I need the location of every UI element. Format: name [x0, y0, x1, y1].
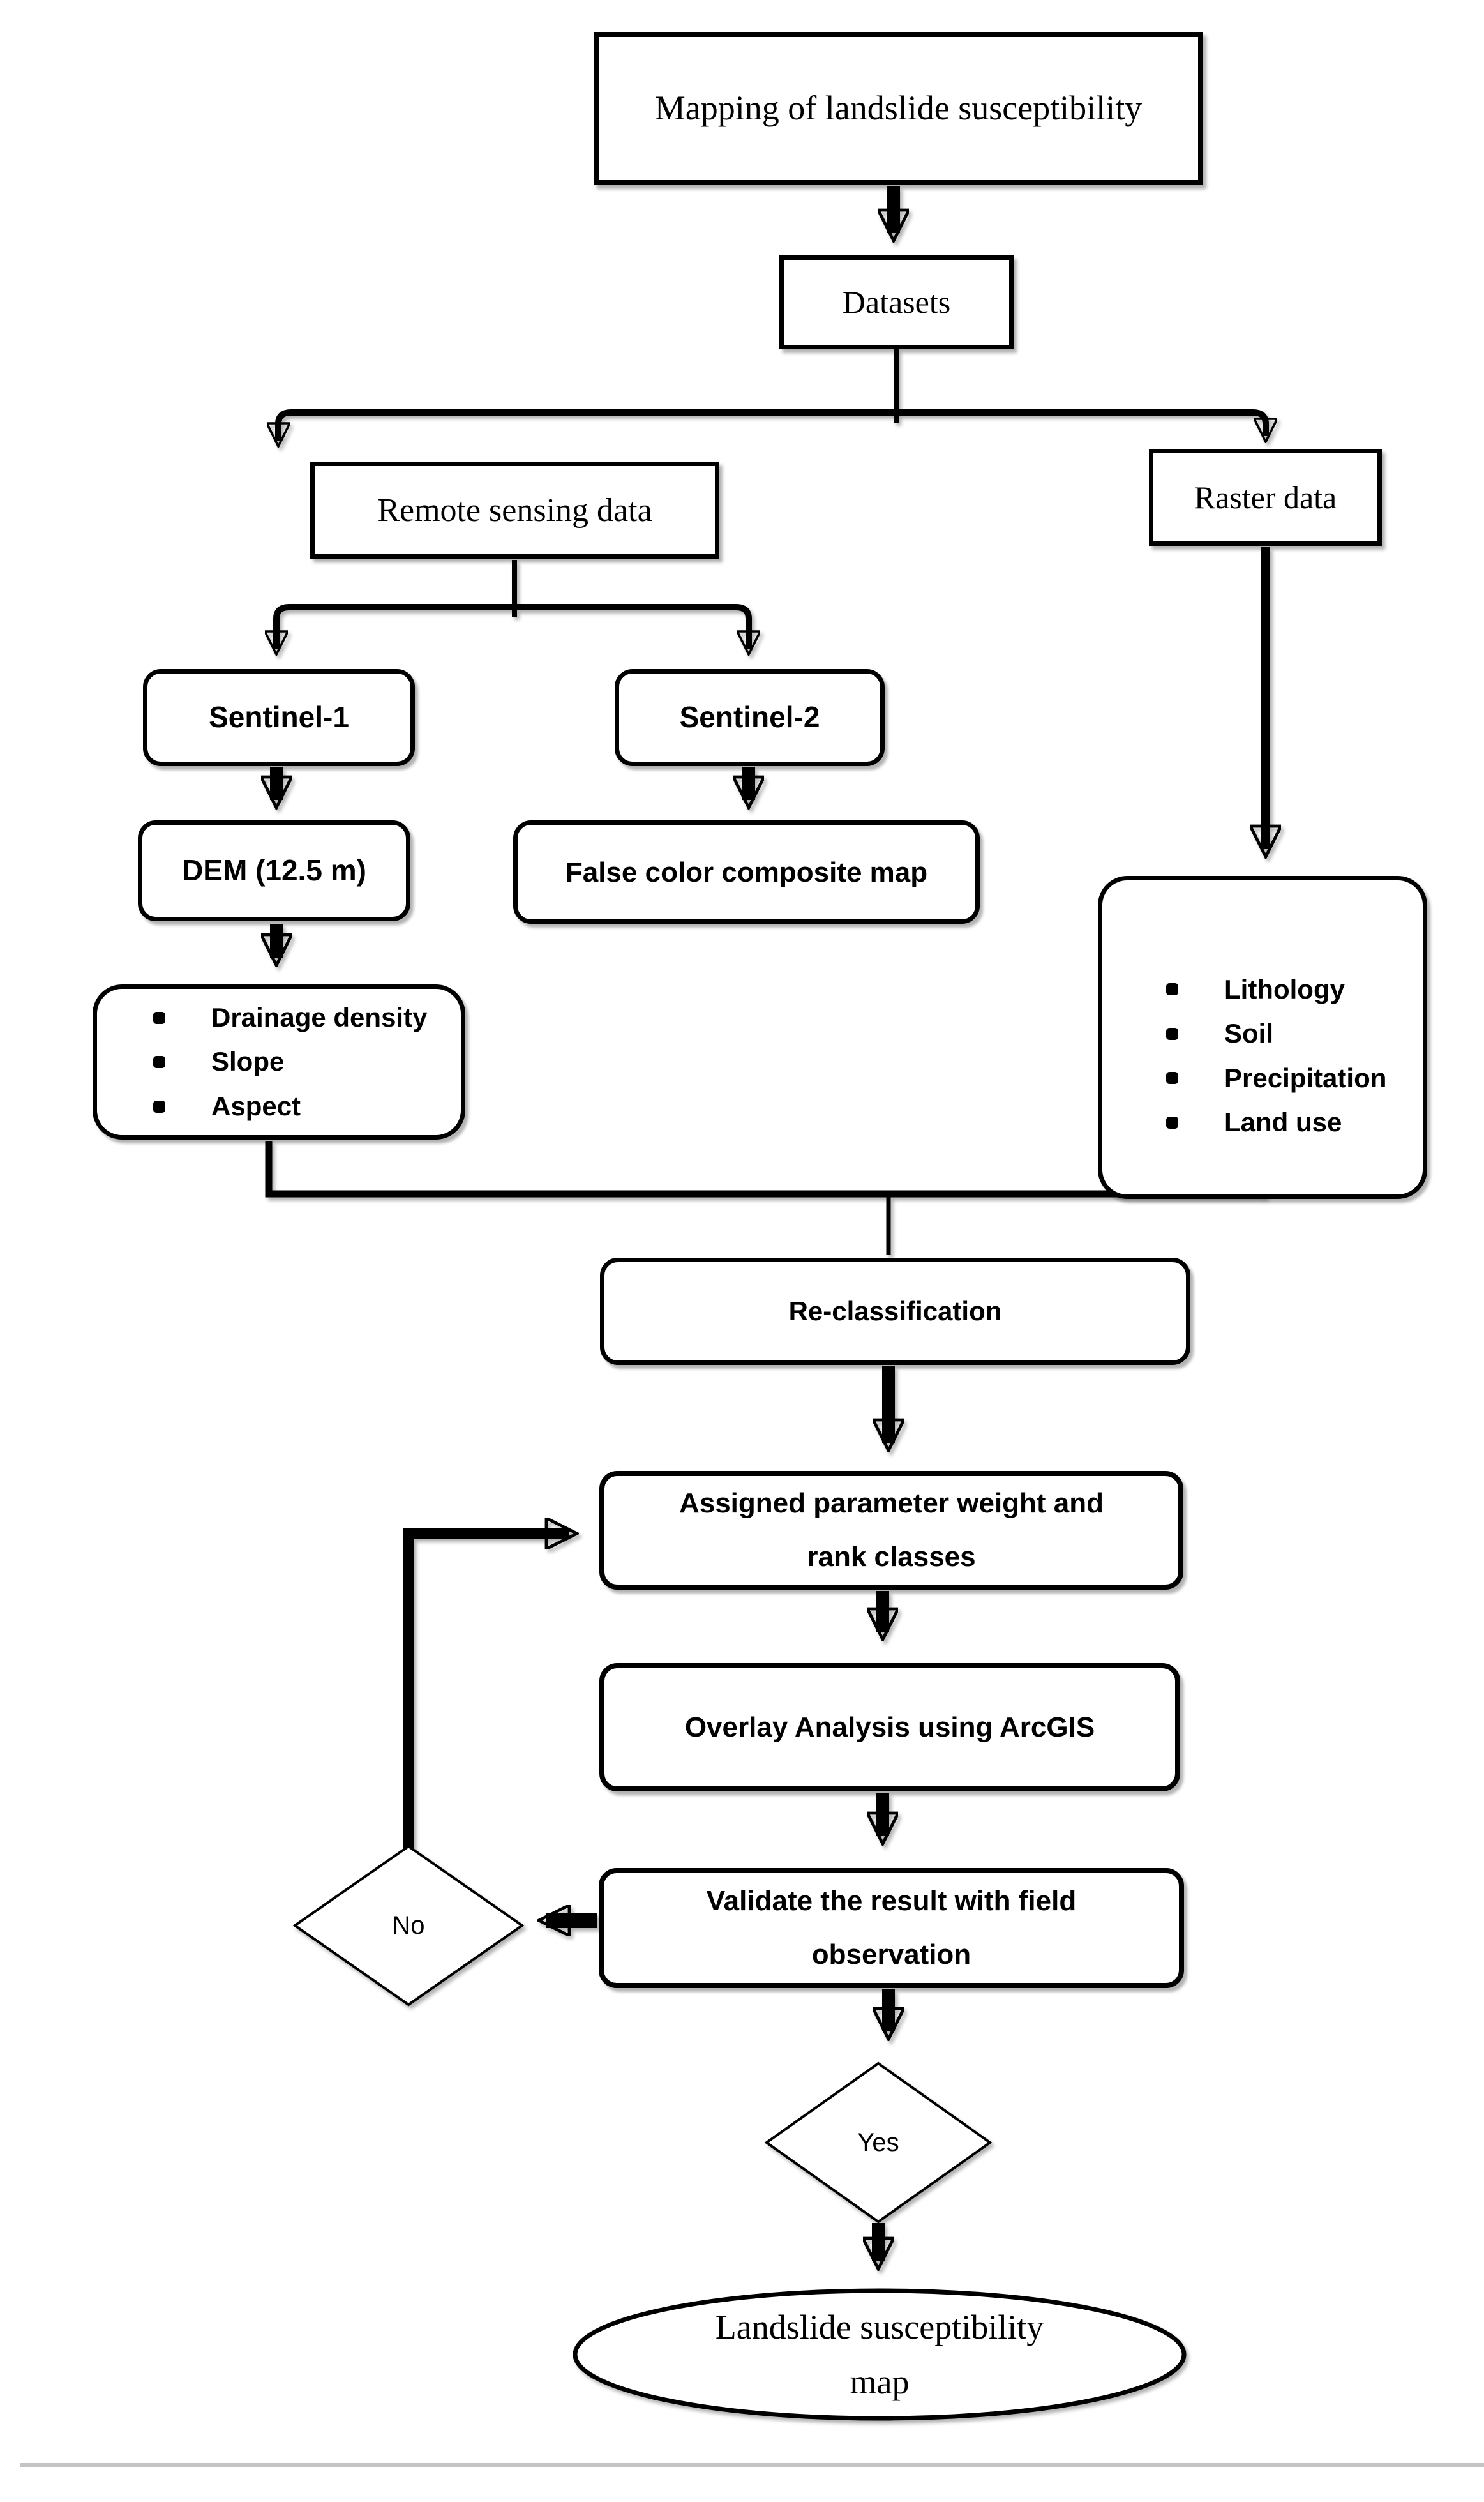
output-ellipse-shape — [573, 2288, 1187, 2421]
label-yes: Yes — [814, 2123, 942, 2162]
label-output: Landslide susceptibility map — [650, 2297, 1109, 2412]
list-item-label: Slope — [211, 1046, 285, 1077]
bullet-icon — [1166, 1072, 1178, 1085]
list-item: Lithology — [1166, 973, 1423, 1007]
page-divider — [20, 2463, 1484, 2467]
list-item: Precipitation — [1166, 1062, 1423, 1096]
node-dem-derivatives: Drainage density Slope Aspect — [93, 984, 465, 1140]
list-item: Soil — [1166, 1017, 1423, 1051]
connector-remote-sentinel1 — [276, 604, 514, 649]
node-reclassification-label: Re-classification — [788, 1295, 1002, 1326]
node-overlay-analysis-label: Overlay Analysis using ArcGIS — [684, 1712, 1095, 1743]
label-no: No — [345, 1906, 472, 1945]
connector-datasets-raster — [896, 409, 1266, 436]
bullet-icon — [153, 1011, 165, 1024]
label-output-line2: map — [850, 2363, 910, 2401]
node-assigned-weights-line2: rank classes — [807, 1541, 976, 1572]
node-validate-line1: Validate the result with field — [706, 1885, 1077, 1917]
raster-layers-list: Lithology Soil Precipitation Land use — [1102, 925, 1423, 1150]
list-item: Drainage density — [153, 1001, 461, 1035]
node-raster-data-label: Raster data — [1194, 479, 1337, 515]
connector-no-feedback-assigned — [403, 1534, 569, 1848]
list-item-label: Lithology — [1224, 974, 1345, 1004]
node-dem-label: DEM (12.5 m) — [182, 854, 366, 887]
list-item: Slope — [153, 1045, 461, 1079]
connector-remote-sentinel2 — [514, 604, 749, 649]
no-diamond-shape — [292, 1844, 525, 2007]
list-item-label: Aspect — [211, 1090, 301, 1121]
label-yes-text: Yes — [857, 2128, 899, 2157]
bullet-icon — [1166, 1027, 1178, 1040]
node-raster-layers: Lithology Soil Precipitation Land use — [1098, 876, 1427, 1199]
node-datasets-label: Datasets — [842, 284, 951, 320]
node-sentinel1-label: Sentinel-1 — [209, 700, 349, 734]
bullet-icon — [153, 1056, 165, 1068]
node-dem: DEM (12.5 m) — [138, 820, 410, 921]
node-sentinel2: Sentinel-2 — [615, 669, 885, 766]
yes-diamond-shape — [764, 2061, 993, 2224]
bullet-icon — [1166, 1116, 1178, 1129]
label-no-text: No — [392, 1911, 425, 1940]
node-raster-data: Raster data — [1149, 449, 1382, 546]
connector-datasets-remote — [278, 409, 896, 441]
node-overlay-analysis: Overlay Analysis using ArcGIS — [599, 1663, 1180, 1791]
node-validate-line2: observation — [811, 1939, 971, 1970]
node-title: Mapping of landslide susceptibility — [594, 32, 1203, 185]
list-item-label: Soil — [1224, 1018, 1274, 1048]
node-validate: Validate the result with field observati… — [599, 1868, 1184, 1988]
list-item: Aspect — [153, 1090, 461, 1124]
node-assigned-weights-line1: Assigned parameter weight and — [678, 1488, 1104, 1519]
dem-derivatives-list: Drainage density Slope Aspect — [97, 990, 461, 1134]
node-sentinel1: Sentinel-1 — [143, 669, 415, 766]
list-item: Land use — [1166, 1106, 1423, 1140]
node-false-color-label: False color composite map — [565, 856, 928, 888]
node-title-label: Mapping of landslide susceptibility — [654, 89, 1143, 128]
node-sentinel2-label: Sentinel-2 — [679, 700, 820, 734]
node-assigned-weights: Assigned parameter weight and rank class… — [599, 1471, 1183, 1590]
node-reclassification: Re-classification — [600, 1258, 1190, 1365]
list-item-label: Drainage density — [211, 1002, 428, 1032]
list-item-label: Land use — [1224, 1107, 1342, 1137]
bullet-icon — [153, 1100, 165, 1113]
node-false-color: False color composite map — [513, 820, 980, 924]
bullet-icon — [1166, 983, 1178, 996]
node-datasets: Datasets — [779, 255, 1014, 349]
label-output-line1: Landslide susceptibility — [715, 2307, 1044, 2346]
node-remote-sensing-label: Remote sensing data — [377, 492, 652, 529]
node-remote-sensing: Remote sensing data — [310, 462, 719, 559]
list-item-label: Precipitation — [1224, 1062, 1387, 1093]
